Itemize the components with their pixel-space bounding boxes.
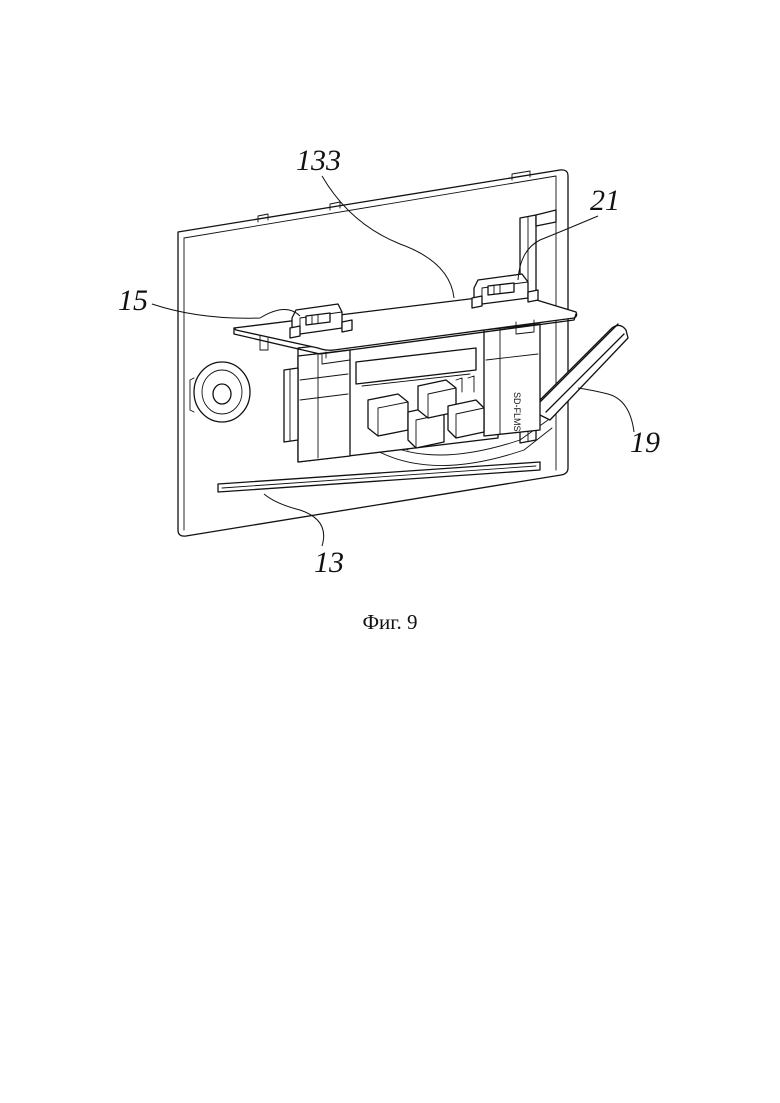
label-13: 13 (314, 546, 344, 579)
component-marking: SD-FLMS (512, 392, 522, 432)
label-15: 15 (118, 284, 148, 317)
label-133: 133 (296, 144, 341, 177)
label-19: 19 (630, 426, 660, 459)
figure-caption: Фиг. 9 (0, 610, 780, 635)
label-21: 21 (590, 184, 620, 217)
